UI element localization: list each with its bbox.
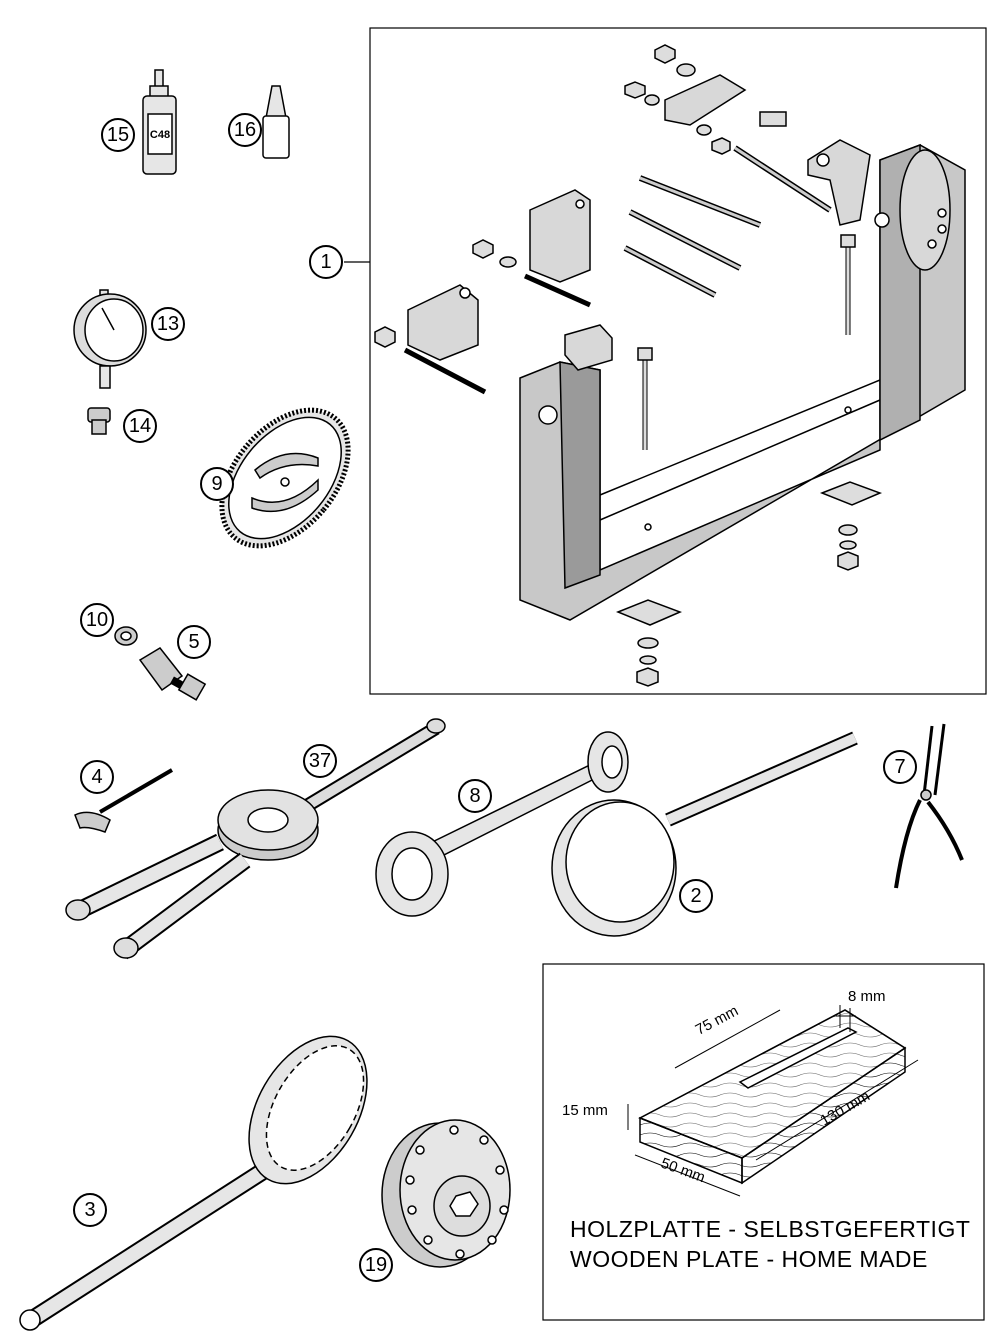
wooden-plate-caption-english: WOODEN PLATE - HOME MADE — [570, 1246, 928, 1272]
callout-14: 14 — [123, 409, 157, 443]
callout-3: 3 — [73, 1193, 107, 1227]
cup-holder-tool — [551, 731, 858, 937]
wooden-plate-box — [542, 963, 985, 1321]
flywheel-puller-handle — [19, 1035, 368, 1331]
callout-4: 4 — [80, 760, 114, 794]
callout-13: 13 — [151, 307, 185, 341]
callout-8: 8 — [458, 779, 492, 813]
gauge-adapter — [87, 407, 111, 435]
pressing-disc — [381, 1119, 511, 1268]
engine-stand — [374, 44, 966, 687]
dimension-15mm: 15 mm — [562, 1102, 608, 1119]
wooden-plate-drawing — [627, 1005, 919, 1197]
callout-10: 10 — [80, 603, 114, 637]
sealant-tube — [262, 85, 290, 159]
holding-wrench — [375, 731, 629, 917]
clamping-tool — [65, 718, 446, 960]
dimension-8mm: 8 mm — [848, 988, 886, 1005]
callout-15: 15 — [101, 118, 135, 152]
callout-19: 19 — [359, 1248, 393, 1282]
wooden-plate-caption-german: HOLZPLATTE - SELBSTGEFERTIGT — [570, 1216, 971, 1242]
feeler-tool — [74, 768, 174, 833]
bearing-sleeve — [114, 626, 138, 646]
engine-stand-frame-box — [369, 27, 987, 695]
callout-2: 2 — [679, 879, 713, 913]
circlip-pliers — [894, 723, 964, 889]
callout-5: 5 — [177, 625, 211, 659]
callout-37: 37 — [303, 744, 337, 778]
callout-9: 9 — [200, 467, 234, 501]
callout-7: 7 — [883, 750, 917, 784]
bottle-label-text: C48 — [150, 129, 170, 141]
callout-1: 1 — [309, 245, 343, 279]
callout-16: 16 — [228, 113, 262, 147]
threadlocker-bottle — [142, 69, 177, 175]
extractor-tool — [138, 647, 207, 701]
dial-gauge — [73, 289, 147, 389]
degree-wheel — [219, 407, 351, 549]
